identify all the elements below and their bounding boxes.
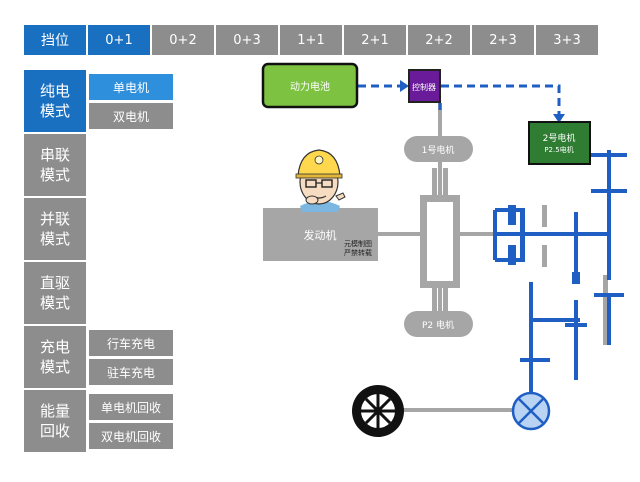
clutch-plate [443, 168, 448, 198]
gear-bar: 挡位 0+1 0+2 0+3 1+1 2+1 2+2 2+3 3+3 [24, 25, 598, 55]
mode-label-line2: 模式 [39, 166, 70, 184]
mode-series[interactable]: 串联模式 [24, 134, 86, 196]
clutch-plate [443, 286, 448, 314]
mode-label-line1: 纯电 [39, 82, 70, 100]
clutch-plate [420, 195, 427, 288]
watermark-line2: 严禁转载 [344, 248, 372, 257]
mode-label-line1: 串联 [39, 146, 70, 164]
clutch-plate [453, 195, 460, 288]
mode-label-line2: 模式 [39, 230, 70, 248]
motor2-box [528, 121, 591, 165]
mode-label-line1: 直驱 [39, 274, 70, 292]
clutch-plate [432, 286, 437, 314]
gear-tooth [603, 275, 608, 345]
mode-charging[interactable]: 充电模式 [24, 326, 86, 388]
engine-box [263, 208, 378, 261]
watermark-line1: 元模制图 [344, 239, 372, 248]
motor1-box [404, 136, 473, 162]
gear-tooth [542, 245, 547, 267]
motor1-label: 1号电机 [422, 144, 455, 156]
gear-bar-label: 挡位 [24, 25, 86, 55]
sub-dual-motor-recovery[interactable]: 双电机回收 [89, 423, 173, 449]
p2-motor-box [404, 311, 473, 337]
sub-driving-charge[interactable]: 行车充电 [89, 330, 173, 356]
sub-single-motor-recovery[interactable]: 单电机回收 [89, 394, 173, 420]
gear-tab-2[interactable]: 0+3 [216, 25, 278, 55]
mode-parallel[interactable]: 并联模式 [24, 198, 86, 260]
mode-label-line2: 模式 [39, 294, 70, 312]
gear-tooth [520, 212, 525, 260]
gear-tooth [542, 205, 547, 227]
gear-tooth [572, 272, 580, 284]
clutch-assembly [420, 168, 608, 345]
mode-pure-electric[interactable]: 纯电模式 [24, 70, 86, 132]
motor2-label: 2号电机 [543, 132, 576, 144]
battery-box [261, 62, 359, 109]
gear-tooth [508, 245, 516, 265]
gear-tooth [508, 205, 516, 225]
clutch-plate [420, 195, 460, 202]
electric-connections [358, 84, 561, 116]
blue-gears [508, 205, 580, 284]
gear-tab-7[interactable]: 3+3 [536, 25, 598, 55]
mode-label-line2: 模式 [39, 102, 70, 120]
mode-label-line1: 并联 [39, 210, 70, 228]
differential-icon [511, 391, 551, 431]
gear-tab-4[interactable]: 2+1 [344, 25, 406, 55]
mascot-icon [295, 149, 346, 212]
mode-energy-recovery[interactable]: 能量回收 [24, 390, 86, 452]
engine-label: 发动机 [304, 228, 337, 242]
gray-shafts [378, 103, 512, 412]
dashed-line [441, 84, 561, 116]
battery-label: 动力电池 [290, 80, 330, 93]
arrow-head-icon [553, 114, 565, 123]
p2-motor-label: P2 电机 [422, 319, 454, 331]
clutch-plate [432, 168, 437, 198]
clutch-plate [420, 281, 460, 288]
sub-dual-motor[interactable]: 双电机 [89, 103, 173, 129]
gear-tab-0[interactable]: 0+1 [88, 25, 150, 55]
sub-parking-charge[interactable]: 驻车充电 [89, 359, 173, 385]
motor2-sublabel: P2.5电机 [544, 145, 573, 154]
gear-tab-6[interactable]: 2+3 [472, 25, 534, 55]
controller-label: 控制器 [412, 82, 436, 92]
blue-power-path [493, 150, 627, 395]
mode-label-line2: 回收 [39, 422, 70, 440]
mode-direct-drive[interactable]: 直驱模式 [24, 262, 86, 324]
mode-label-line1: 充电 [39, 338, 70, 356]
arrow-head-icon [400, 80, 409, 92]
mode-label-line2: 模式 [39, 358, 70, 376]
mode-label-line1: 能量 [39, 402, 70, 420]
controller-box [408, 69, 441, 103]
wheel-icon [352, 385, 404, 437]
gear-tab-5[interactable]: 2+2 [408, 25, 470, 55]
gear-tab-1[interactable]: 0+2 [152, 25, 214, 55]
sub-single-motor[interactable]: 单电机 [89, 74, 173, 100]
gear-tab-3[interactable]: 1+1 [280, 25, 342, 55]
